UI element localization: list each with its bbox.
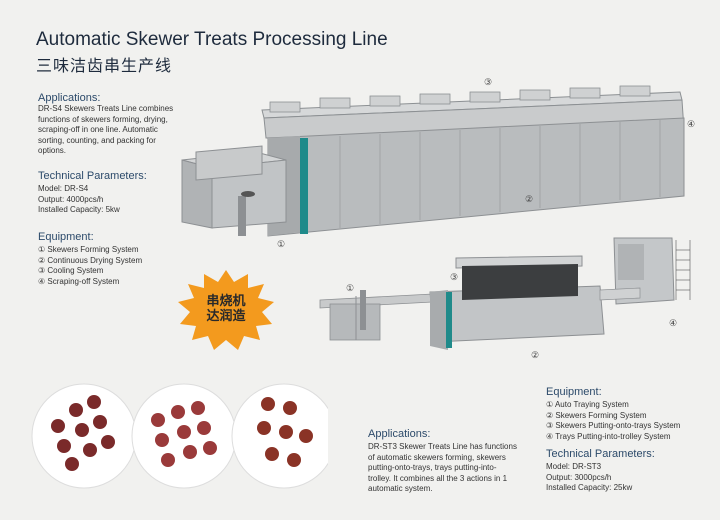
page-title: Automatic Skewer Treats Processing Line [36,29,388,50]
equipment-item: ③ Skewers Putting-onto-trays System [546,421,681,430]
tech-item: Output: 3000pcs/h [546,472,612,482]
marker-3: ③ [484,77,493,87]
tech-params-heading-2: Technical Parameters: [546,448,655,460]
applications-heading: Applications: [38,92,101,104]
applications-text-2: DR-ST3 Skewer Treats Line has functions … [368,442,517,495]
tech-item: Model: DR-S4 [38,184,89,193]
tech-item: Installed Capacity: 5kw [38,205,120,214]
badge-line: 串烧机 [206,294,246,309]
marker-3b: ③ [450,272,459,282]
page-subtitle: 三味洁齿串生产线 [36,56,173,75]
text-line: trolley. It combines all the 3 actions i… [368,473,508,483]
text-line: DR-ST3 Skewer Treats Line has functions [368,442,517,451]
text-line: DR-S4 Skewers Treats Line combines [38,104,174,113]
text-line: scraping-off in one line. Automatic [38,125,158,134]
marker-1: ① [277,239,286,249]
text-line: options. [38,146,67,155]
equipment-item: ② Continuous Drying System [38,255,143,265]
equipment-list: ① Skewers Forming System ② Continuous Dr… [38,245,142,287]
tech-params-heading: Technical Parameters: [38,170,147,182]
equipment-item: ① Skewers Forming System [38,245,139,254]
text-line: of automatic skewers forming, skewers [368,452,506,462]
tech-params-list: Model: DR-S4 Output: 4000pcs/h Installed… [38,184,120,216]
applications-heading-2: Applications: [368,428,431,440]
equipment-item: ④ Scraping-off System [38,276,120,286]
equipment-heading-2: Equipment: [546,386,602,398]
equipment-list-2: ① Auto Traying System ② Skewers Forming … [546,400,680,442]
tech-item: Model: DR-ST3 [546,462,602,471]
marker-4b: ④ [669,318,678,328]
text-line: automatic system. [368,484,433,493]
text-line: functions of skewers forming, drying, [38,114,168,124]
text-line: putting-onto-trays, trays putting-into- [368,463,497,472]
equipment-heading: Equipment: [38,231,94,243]
text-line: sorting, counting, and packing for [38,135,156,145]
marker-2: ② [525,194,534,204]
product-photos [31,383,328,489]
marker-4: ④ [687,119,696,129]
equipment-item: ① Auto Traying System [546,400,629,409]
badge-starburst [178,270,274,350]
badge-line: 达润造 [206,309,246,324]
equipment-item: ② Skewers Forming System [546,410,647,420]
tech-item: Installed Capacity: 25kw [546,483,633,492]
badge-text: 串烧机 达润造 [176,294,276,324]
tech-params-list-2: Model: DR-ST3 Output: 3000pcs/h Installe… [546,462,632,494]
equipment-item: ④ Trays Putting-into-trolley System [546,431,671,441]
equipment-item: ③ Cooling System [38,266,104,275]
marker-1b: ① [346,283,355,293]
applications-text: DR-S4 Skewers Treats Line combines funct… [38,104,173,157]
tech-item: Output: 4000pcs/h [38,194,104,204]
marker-2b: ② [531,350,540,360]
